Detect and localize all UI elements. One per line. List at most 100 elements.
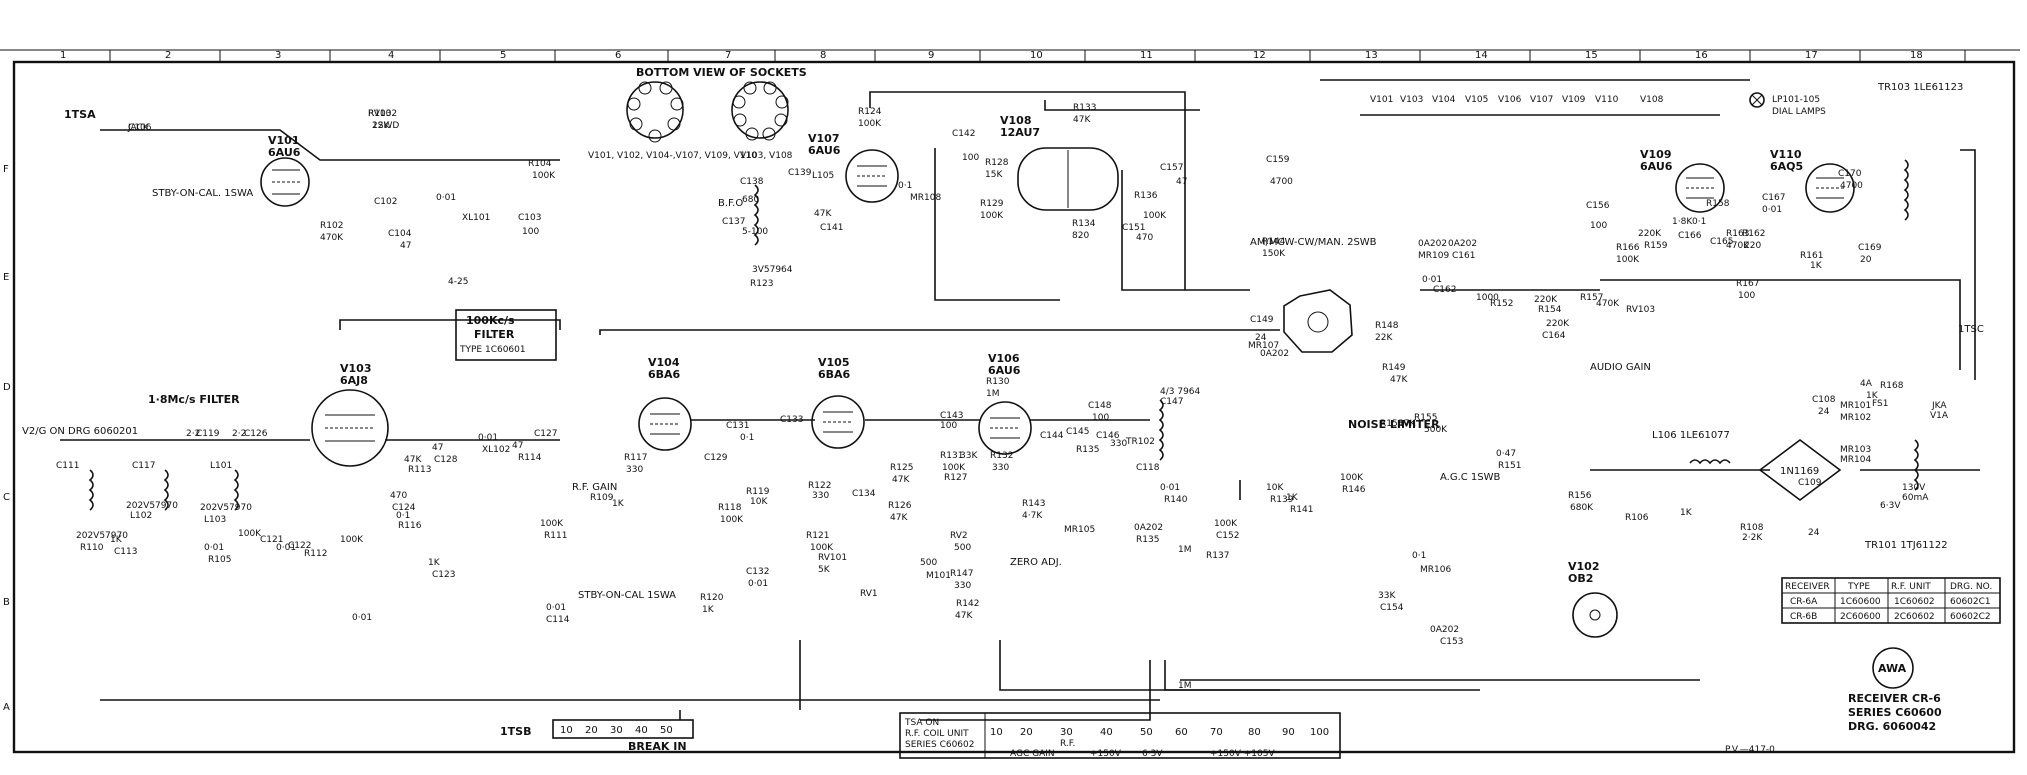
- component-label: MR106: [1420, 565, 1451, 575]
- table-cell: 2C60600: [1840, 612, 1881, 622]
- component-label: 47: [1176, 177, 1187, 187]
- dial-lamps-ref: LP101-105: [1772, 95, 1820, 105]
- tube-ref: V105: [818, 356, 849, 369]
- component-label: C138: [740, 177, 764, 187]
- component-label: R111: [544, 531, 567, 541]
- component-label: 47K: [892, 475, 910, 485]
- component-label: 3V57964: [752, 265, 793, 275]
- component-label: 100K: [980, 211, 1004, 221]
- component-label: C166: [1678, 231, 1702, 241]
- component-label: C164: [1542, 331, 1566, 341]
- component-label: 24: [1255, 333, 1267, 343]
- component-label: 47: [400, 241, 411, 251]
- col-num: 18: [1910, 50, 1923, 61]
- heater-tube-label: V106: [1498, 95, 1522, 105]
- component-label: 2·2: [186, 429, 200, 439]
- component-label: R143: [1022, 499, 1045, 509]
- row-letter: A: [3, 702, 10, 713]
- component-label: MR109: [1418, 251, 1449, 261]
- component-label: 33K: [960, 451, 978, 461]
- tube-type: 6AQ5: [1770, 160, 1803, 173]
- component-label: 47K: [814, 209, 832, 219]
- tube-type: 12AU7: [1000, 126, 1040, 139]
- component-label: RV101: [818, 553, 847, 563]
- col-num: 14: [1475, 50, 1488, 61]
- component-label: C119: [196, 429, 220, 439]
- terminal: 40: [635, 725, 648, 736]
- tube-v106: V106 6AU6: [978, 352, 1032, 455]
- component-label: 60mA: [1902, 493, 1929, 503]
- tube-type: 6BA6: [648, 368, 681, 381]
- component-label: 202V57970: [76, 531, 128, 541]
- component-label: C129: [704, 453, 728, 463]
- component-label: 100K: [540, 519, 564, 529]
- component-label: C141: [820, 223, 843, 233]
- heater-tube-label: V109: [1562, 95, 1586, 105]
- col-num: 11: [1140, 50, 1153, 61]
- component-label: C131: [726, 421, 749, 431]
- table-cell: 1C60600: [1840, 597, 1881, 607]
- component-label: 100K: [858, 119, 882, 129]
- component-label: R142: [956, 599, 979, 609]
- socket-caption-right: V103, V108: [740, 151, 793, 161]
- component-label: C143: [940, 411, 963, 421]
- component-label: R147: [950, 569, 973, 579]
- component-label: 47K: [1390, 375, 1408, 385]
- component-label: R153: [1380, 419, 1403, 429]
- component-label: 24: [1808, 528, 1820, 538]
- component-label: R162: [1742, 229, 1765, 239]
- component-label: 5-100: [742, 227, 768, 237]
- component-label: C104: [388, 229, 412, 239]
- component-label: L105: [812, 171, 834, 181]
- component-label: 220K: [1534, 295, 1558, 305]
- component-label: R137: [1206, 551, 1229, 561]
- component-label: R149: [1382, 363, 1406, 373]
- component-label: R113: [408, 465, 431, 475]
- component-label: 100K: [1616, 255, 1640, 265]
- sheet-frame: [0, 49, 2020, 754]
- terminal: 10: [990, 727, 1003, 738]
- terminal: 40: [1100, 727, 1113, 738]
- component-label: MR104: [1840, 455, 1871, 465]
- wiring: [60, 91, 1980, 721]
- component-label: 4·7K: [1022, 511, 1043, 521]
- component-label: 1K: [1866, 391, 1879, 401]
- terminal: 100: [1310, 727, 1329, 738]
- audio-gain-label: AUDIO GAIN: [1590, 362, 1651, 373]
- row-letter: E: [3, 272, 9, 283]
- table-header: TYPE: [1847, 582, 1870, 592]
- socket-caption-left: V101, V102, V104-,V107, V109, V110: [588, 151, 757, 161]
- heater-tube-label: V104: [1432, 95, 1456, 105]
- component-label: C145: [1066, 427, 1089, 437]
- component-label: 330: [626, 465, 643, 475]
- footer-ref: P.V.—417-0: [1725, 745, 1775, 755]
- component-label: C159: [1266, 155, 1290, 165]
- table-cell: 1C60602: [1894, 597, 1935, 607]
- component-label: 1K: [1680, 508, 1693, 518]
- component-label: 150K: [1262, 249, 1286, 259]
- component-label: C144: [1040, 431, 1064, 441]
- component-label: 10K: [1266, 483, 1284, 493]
- heater-tube-label: V110: [1595, 95, 1619, 105]
- component-label: 6·3V: [1880, 501, 1901, 511]
- component-label: R135: [1136, 535, 1159, 545]
- component-label: 470: [390, 491, 407, 501]
- component-label: 2·2: [232, 429, 246, 439]
- tube-ref: V102: [1568, 560, 1599, 573]
- terminal-strip-b: 10 20 30 40 50 BREAK IN: [552, 719, 694, 753]
- component-label: 0·47: [1496, 449, 1516, 459]
- component-label: 20: [1860, 255, 1872, 265]
- component-label: 202V57970: [200, 503, 252, 513]
- component-label: JACK: [127, 123, 150, 133]
- component-label: C157: [1160, 163, 1183, 173]
- component-label: 0·01: [276, 543, 296, 553]
- component-label: R120: [700, 593, 724, 603]
- component-label: C165: [1710, 237, 1733, 247]
- tube-type: 6AU6: [268, 146, 301, 159]
- component-label: 1SWD: [372, 121, 399, 131]
- terminal: 10: [560, 725, 573, 736]
- component-label: 100: [1590, 221, 1607, 231]
- component-label: 2·2K: [1742, 533, 1763, 543]
- component-label: 22K: [372, 121, 390, 131]
